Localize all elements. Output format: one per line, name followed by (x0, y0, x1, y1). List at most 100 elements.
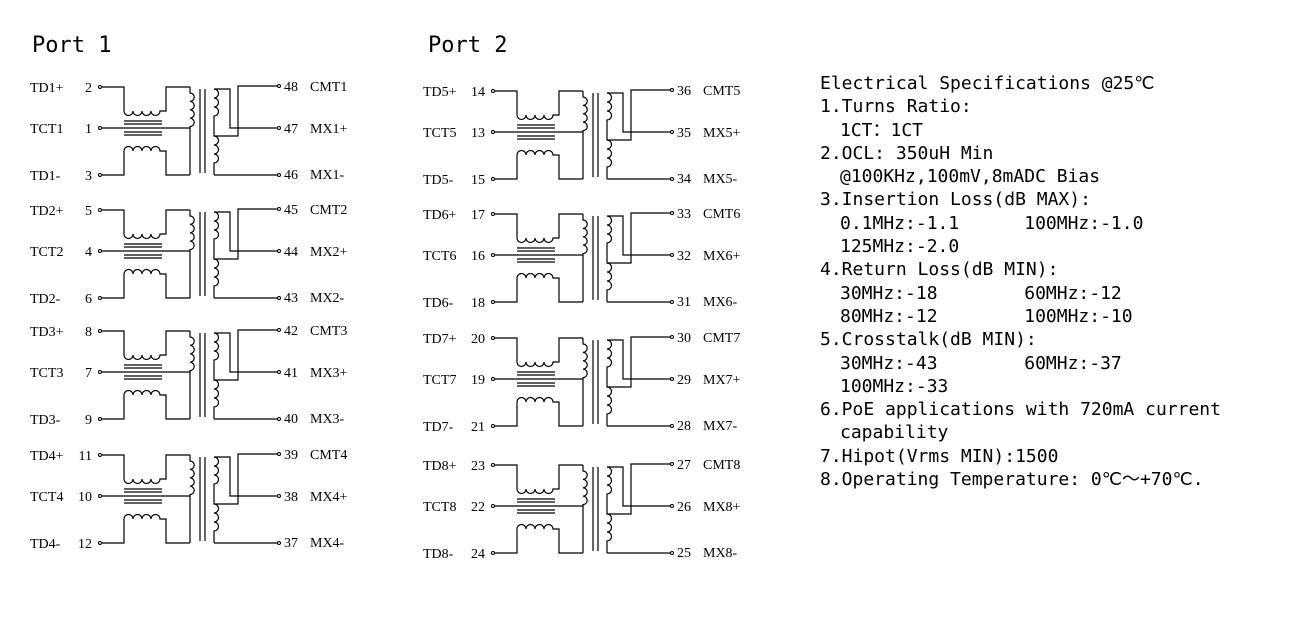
cmt-pin: 33 (677, 207, 691, 222)
secondary-winding (213, 332, 220, 419)
choke-upper-coil (123, 86, 190, 117)
primary-winding (582, 91, 588, 179)
td-plus-wire (495, 213, 518, 238)
mx-minus-pin: 28 (677, 419, 691, 434)
td-plus-pin: 8 (85, 325, 92, 340)
cmt-pin: 27 (677, 458, 691, 473)
mx-minus-label: MX1- (310, 168, 345, 183)
cmt-wire (214, 453, 278, 505)
tct-pin: 1 (85, 122, 92, 137)
pin-dot (670, 424, 674, 428)
pin-dot (670, 211, 674, 215)
pin-dot (277, 417, 281, 421)
pin-dot (98, 85, 102, 89)
pin-dot (670, 88, 674, 92)
primary-winding (582, 338, 588, 426)
mx-minus-label: MX4- (310, 536, 345, 551)
transformer-core (199, 333, 206, 417)
choke-upper-coil (516, 90, 583, 121)
cmt-label: CMT6 (703, 207, 740, 222)
choke-lower-coil (123, 268, 190, 299)
port-1-title: Port 1 (32, 33, 111, 58)
spec-item-4-detail: 30MHz:-18 60MHz:-12 (840, 282, 1122, 304)
cmt-wire (607, 89, 671, 141)
transformer-core (199, 457, 206, 541)
td-plus-label: TD6+ (423, 208, 457, 223)
pin-dot (491, 504, 495, 508)
tct-label: TCT2 (30, 245, 63, 260)
transformer-core (592, 467, 599, 551)
choke-lower-coil (123, 145, 190, 176)
tct-pin: 19 (471, 373, 485, 388)
spec-item-6-detail: capability (840, 422, 949, 444)
cmt-label: CMT5 (703, 84, 740, 99)
spec-item-1-detail: 1CT：1CT (840, 119, 924, 141)
pin-dot (670, 462, 674, 466)
cmt-label: CMT4 (310, 448, 347, 463)
pin-dot (98, 296, 102, 300)
td-minus-wire (495, 402, 518, 427)
cmt-label: CMT1 (310, 80, 347, 95)
cmt-label: CMT2 (310, 203, 347, 218)
tct-label: TCT1 (30, 122, 63, 137)
td-minus-label: TD3- (30, 413, 61, 428)
spec-item-5: 5.Crosstalk(dB MIN): (820, 329, 1037, 351)
td-minus-wire (495, 155, 518, 180)
secondary-winding (606, 466, 613, 553)
tct-pin: 7 (85, 366, 92, 381)
tct-label: TCT6 (423, 249, 456, 264)
mx-plus-pin: 35 (677, 126, 691, 141)
pin-dot (491, 177, 495, 181)
choke-upper-coil (516, 464, 583, 495)
pin-dot (670, 504, 674, 508)
choke-upper-coil (123, 330, 190, 361)
td-plus-label: TD4+ (30, 449, 64, 464)
choke-upper-coil (516, 337, 583, 368)
spec-item-3: 3.Insertion Loss(dB MAX): (820, 189, 1091, 211)
tct-pin: 16 (471, 249, 485, 264)
tct-pin: 22 (471, 500, 485, 515)
td-minus-wire (102, 519, 125, 544)
pin-dot (277, 84, 281, 88)
tct-label: TCT5 (423, 126, 456, 141)
td-plus-label: TD8+ (423, 459, 457, 474)
mx-plus-label: MX3+ (310, 366, 348, 381)
td-minus-wire (495, 278, 518, 303)
mx-minus-label: MX3- (310, 412, 345, 427)
pin-dot (277, 207, 281, 211)
transformer-core (592, 340, 599, 424)
choke-core-lines (124, 488, 162, 504)
choke-lower-coil (123, 513, 190, 544)
secondary-winding (213, 456, 220, 543)
specs-heading: Electrical Specifications @25℃ (820, 73, 1155, 94)
cmt-pin: 39 (284, 448, 298, 463)
spec-item-3-detail: 125MHz:-2.0 (840, 236, 960, 258)
cmt-pin: 48 (284, 80, 298, 95)
td-minus-pin: 21 (471, 420, 485, 435)
tct-label: TCT4 (30, 490, 63, 505)
td-plus-pin: 17 (471, 208, 485, 223)
spec-item-2-detail: @100KHz,100mV,8mADC Bias (840, 166, 1101, 188)
mx-plus-pin: 41 (284, 366, 298, 381)
td-plus-label: TD2+ (30, 204, 64, 219)
mx-plus-label: MX6+ (703, 249, 741, 264)
pin-dot (491, 424, 495, 428)
mx-plus-pin: 32 (677, 249, 691, 264)
td-plus-wire (102, 86, 125, 111)
pin-dot (98, 417, 102, 421)
td-plus-label: TD7+ (423, 332, 457, 347)
pin-dot (277, 370, 281, 374)
transformer-core (199, 89, 206, 173)
td-plus-label: TD1+ (30, 81, 64, 96)
pin-dot (491, 89, 495, 93)
mx-minus-pin: 31 (677, 295, 691, 310)
pin-dot (491, 463, 495, 467)
primary-winding (582, 465, 588, 553)
td-plus-wire (495, 337, 518, 362)
pin-dot (277, 249, 281, 253)
td-plus-label: TD3+ (30, 325, 64, 340)
td-plus-wire (102, 330, 125, 355)
